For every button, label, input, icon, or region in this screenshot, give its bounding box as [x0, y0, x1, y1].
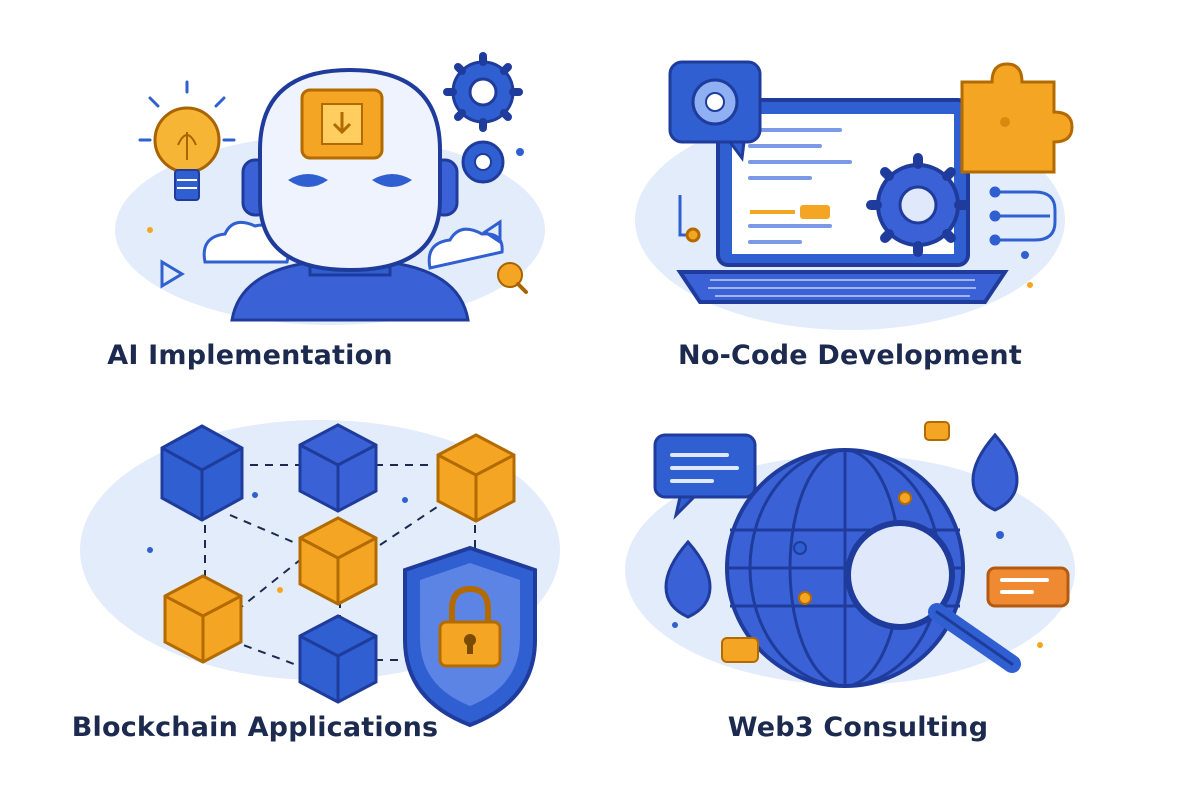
block-icon [298, 516, 378, 606]
chat-bubble-icon [721, 637, 759, 663]
magnifier-icon [497, 262, 523, 288]
block-icon [160, 424, 244, 522]
laptop-code-icon [635, 60, 1074, 330]
tile-web3-consulting: Web3 Consulting [600, 400, 1200, 800]
block-icon [298, 614, 378, 704]
globe-search-icon [625, 421, 1075, 688]
block-icon [298, 423, 378, 513]
ethereum-gem-icon [664, 539, 712, 619]
gear-icon [443, 52, 523, 132]
robot-ai-icon [115, 52, 545, 325]
block-icon [436, 433, 516, 523]
chat-bubble-icon [986, 566, 1070, 608]
tile-caption: Blockchain Applications [71, 712, 439, 743]
tile-caption: AI Implementation [107, 340, 393, 371]
tile-no-code-development: No-Code Development [600, 0, 1200, 400]
play-icon [482, 219, 502, 245]
tile-ai-implementation: AI Implementation [0, 0, 600, 400]
play-icon [160, 259, 185, 289]
tile-blockchain-applications: Blockchain Applications [0, 400, 600, 800]
connector-lines-icon [678, 186, 1057, 246]
ethereum-gem-icon [971, 432, 1019, 512]
chip-icon [300, 88, 384, 160]
lightbulb-icon [138, 80, 236, 201]
gear-icon [866, 153, 970, 257]
shield-lock-icon [403, 545, 537, 728]
settings-chat-bubble-icon [668, 60, 762, 162]
tile-caption: No-Code Development [678, 340, 1022, 371]
blockchain-network-icon [80, 420, 560, 728]
chat-bubble-icon [653, 433, 757, 520]
gear-icon [461, 140, 505, 184]
block-icon [163, 574, 243, 664]
magnifier-icon [845, 520, 1021, 673]
tile-caption: Web3 Consulting [727, 712, 989, 743]
puzzle-piece-icon [960, 62, 1074, 174]
